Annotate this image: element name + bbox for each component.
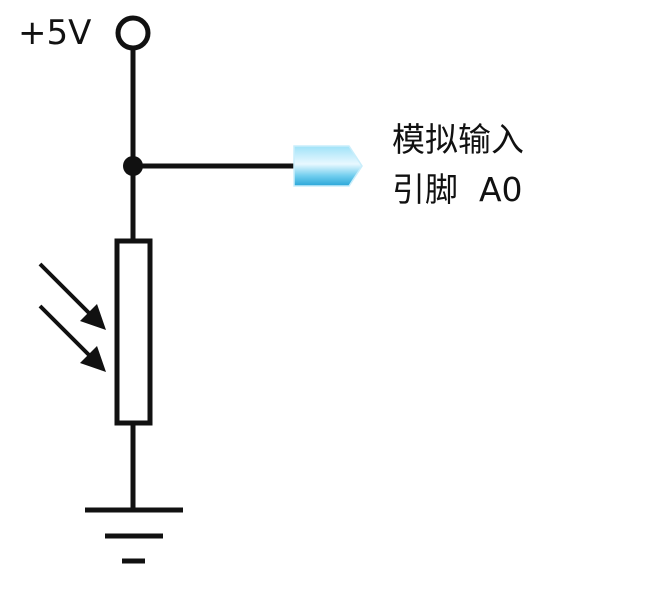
- ground-icon: [85, 507, 183, 564]
- pin-label: 引脚 A0: [392, 170, 523, 209]
- light-arrows-icon: [38, 262, 106, 372]
- analog-input-connector: [293, 145, 363, 187]
- supply-voltage-label: +5V: [18, 13, 91, 53]
- supply-terminal: [115, 15, 151, 51]
- analog-input-label: 模拟输入: [392, 120, 524, 159]
- photoresistor: [114, 238, 153, 426]
